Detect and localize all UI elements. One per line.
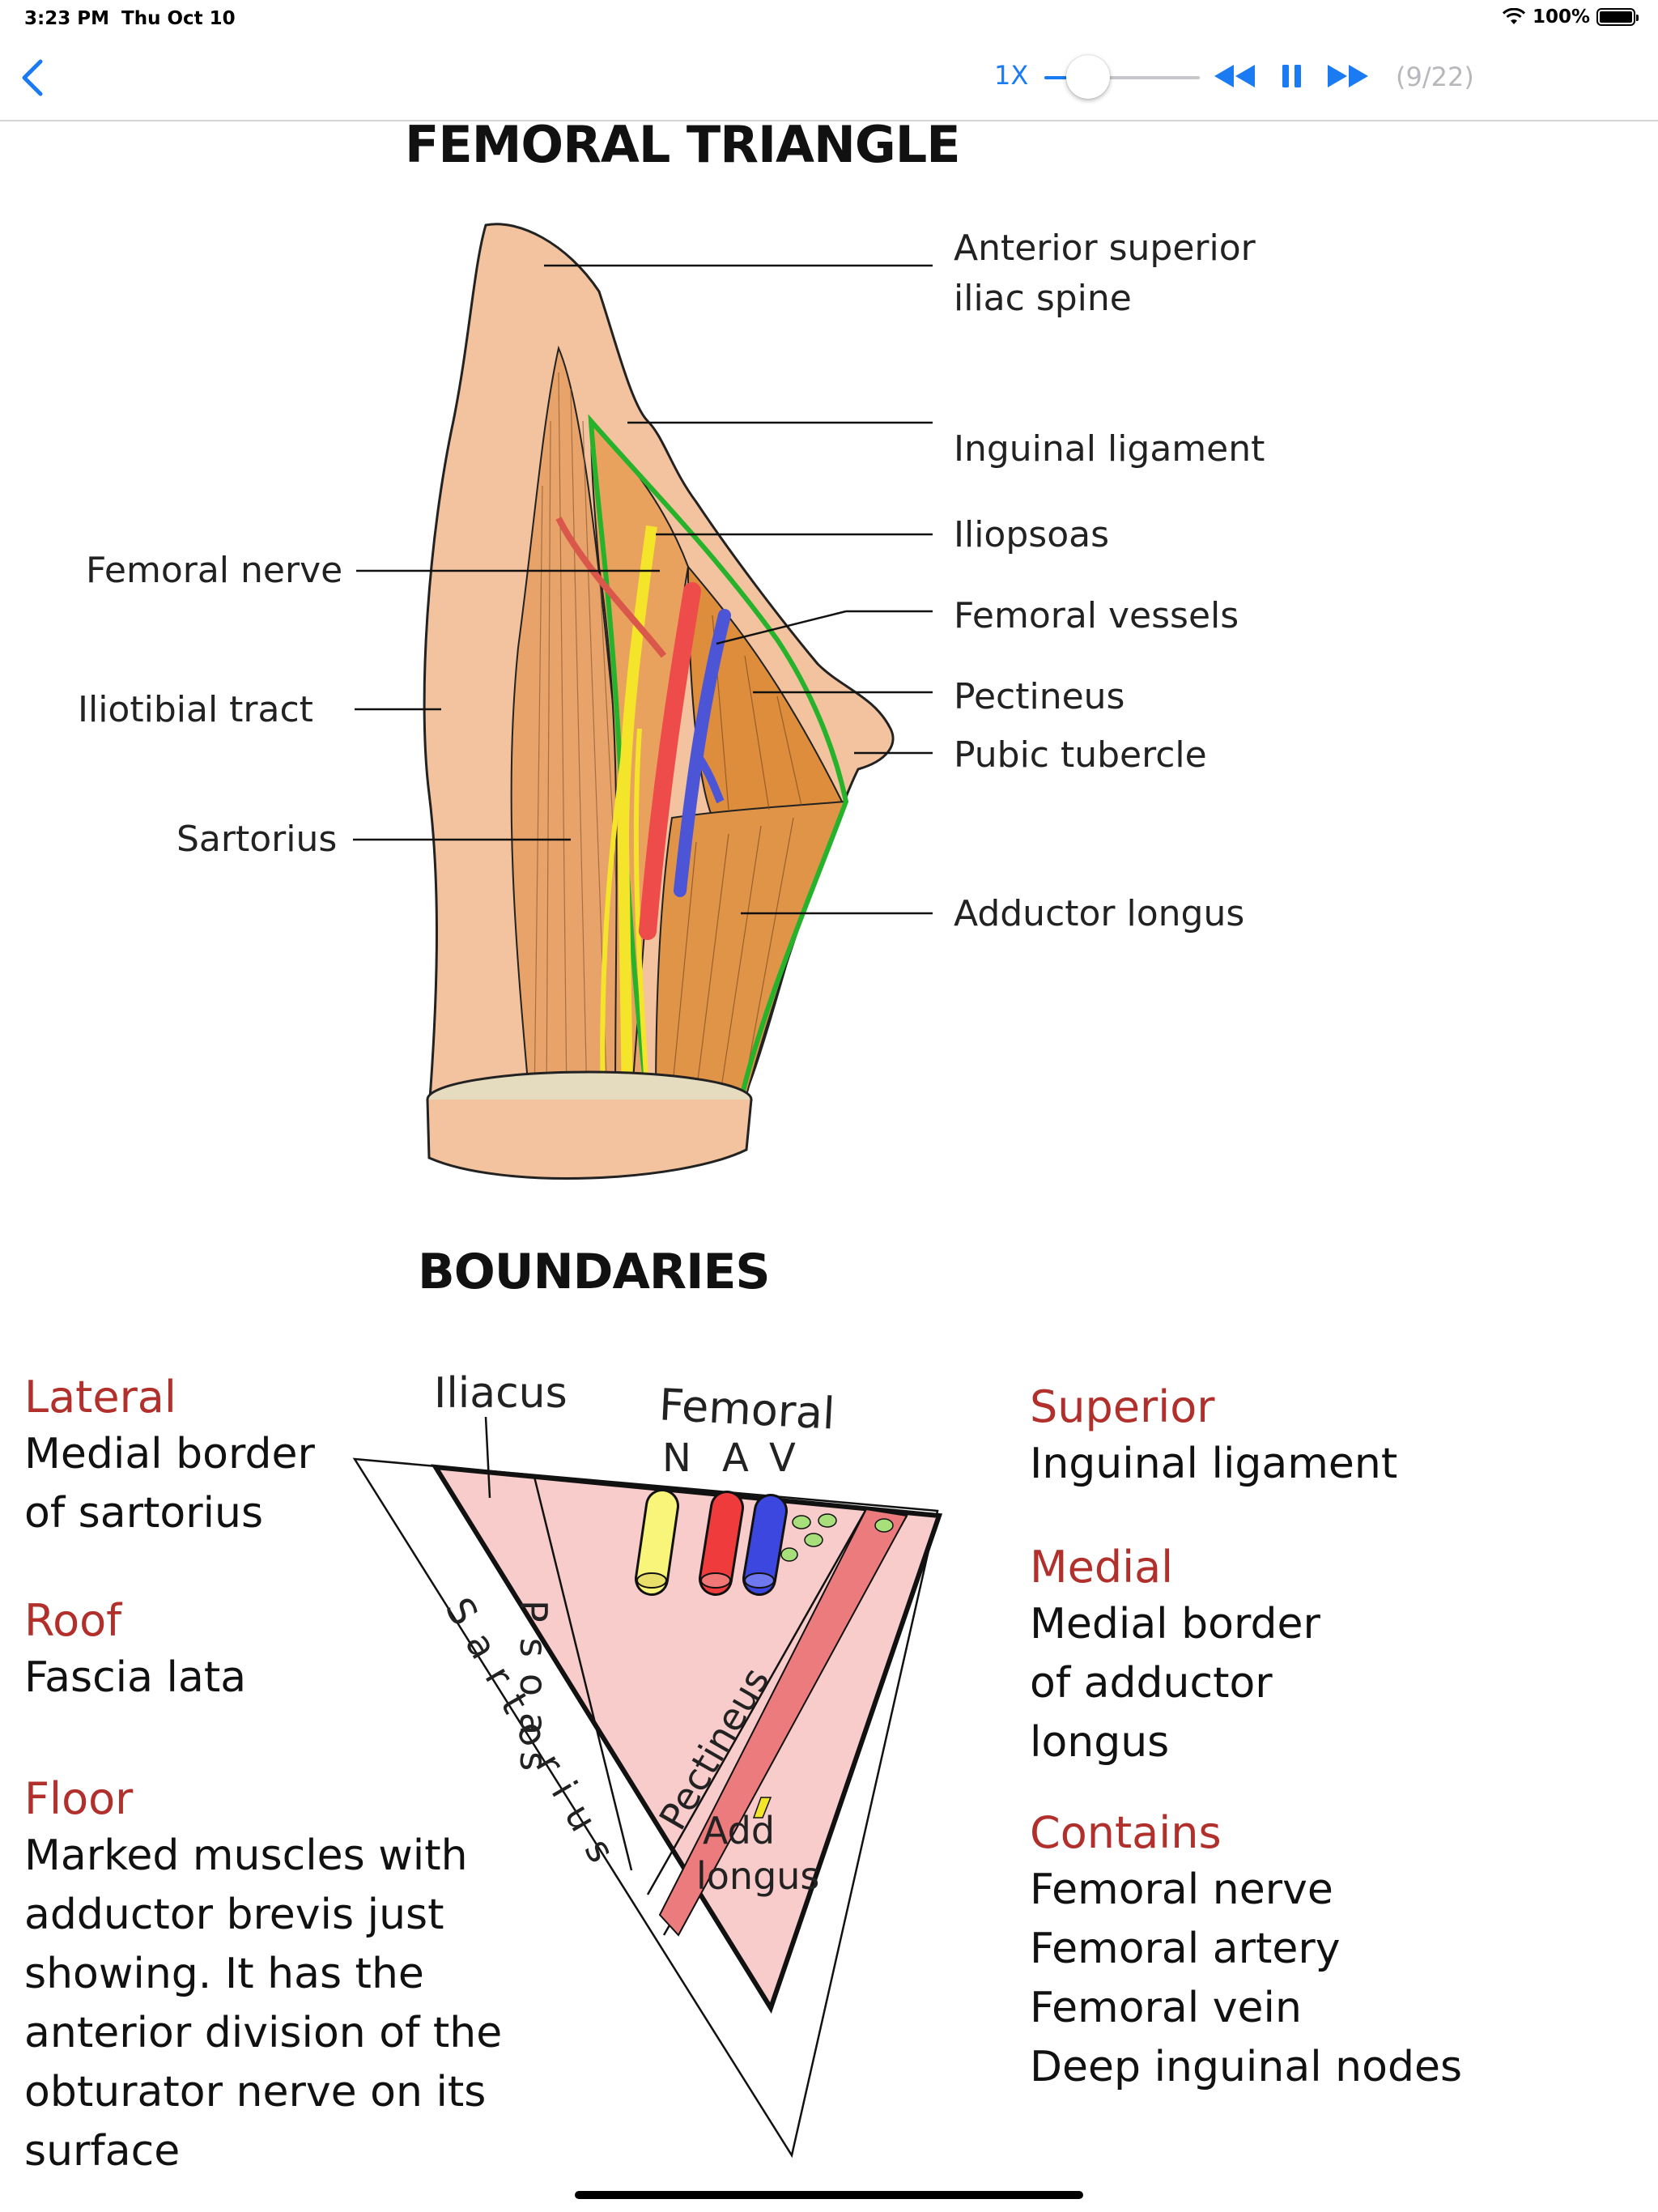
label-sartorius: Sartorius [176, 819, 338, 860]
diagram-label-femoral: Femoral [657, 1379, 836, 1440]
playback-speed-button[interactable]: 1X [994, 60, 1029, 91]
slider-thumb[interactable] [1065, 55, 1110, 99]
status-right: 100% [1502, 6, 1639, 28]
contains-item: Femoral artery [1030, 1925, 1341, 1973]
label-adductor-longus: Adductor longus [954, 893, 1245, 934]
nav-tubes [635, 1489, 788, 1596]
status-time: 3:23 PM [24, 8, 109, 29]
boundaries-diagram [352, 1416, 943, 2159]
status-bar: 3:23 PM Thu Oct 10 100% [0, 0, 1658, 37]
label-femoral-nerve: Femoral nerve [86, 550, 343, 591]
boundary-heading-superior: Superior [1030, 1381, 1215, 1432]
boundary-heading-floor: Floor [24, 1773, 134, 1824]
diagram-label-add: Add [703, 1809, 776, 1853]
player-toolbar: 1X (9/22) [0, 37, 1658, 121]
battery-percent: 100% [1532, 6, 1590, 28]
pause-icon [1282, 65, 1301, 87]
diagram-label-a: A [722, 1436, 749, 1481]
label-pectineus: Pectineus [954, 676, 1125, 717]
boundary-text-floor: Marked muscles with adductor brevis just… [24, 1831, 503, 2176]
femoral-nerve-drawing [617, 525, 657, 1102]
page-counter: (9/22) [1396, 62, 1474, 92]
label-iliopsoas: Iliopsoas [954, 514, 1110, 555]
home-indicator[interactable] [575, 2191, 1083, 2199]
boundary-text-medial: Medial border of adductor longus [1030, 1600, 1320, 1767]
diagram-label-n: N [662, 1436, 691, 1481]
femoral-vein-drawing [674, 609, 731, 897]
boundary-heading-lateral: Lateral [24, 1372, 176, 1423]
leader-lines [353, 264, 933, 915]
femoral-triangle-illustration [353, 223, 933, 1180]
contains-item: Femoral nerve [1030, 1865, 1333, 1914]
rewind-icon [1214, 65, 1255, 87]
femoral-triangle-boundary [588, 414, 849, 1104]
boundary-heading-roof: Roof [24, 1595, 122, 1646]
fast-forward-icon [1328, 65, 1368, 87]
contains-item: Deep inguinal nodes [1030, 2043, 1463, 2091]
boundary-text-superior: Inguinal ligament [1030, 1440, 1398, 1488]
back-button[interactable] [15, 55, 50, 100]
fast-forward-button[interactable] [1324, 57, 1373, 96]
playback-slider[interactable] [1044, 55, 1200, 115]
adductor-longus-muscle [654, 800, 848, 1102]
boundary-heading-medial: Medial [1030, 1542, 1174, 1593]
slider-track [1044, 76, 1200, 79]
femoral-artery-drawing [639, 582, 701, 940]
add-longus-stripe [658, 1508, 908, 1937]
label-pubic-tubercle: Pubic tubercle [954, 734, 1207, 776]
lymph-nodes [780, 1513, 894, 1562]
boundary-heading-contains: Contains [1030, 1807, 1222, 1858]
boundary-text-roof: Fascia lata [24, 1653, 247, 1702]
label-iliotibial-tract: Iliotibial tract [78, 689, 313, 730]
status-date: Thu Oct 10 [121, 8, 236, 29]
diagram-label-longus: longus [696, 1854, 820, 1898]
boundary-text-lateral: Medial border of sartorius [24, 1430, 315, 1538]
diagram-label-v: V [769, 1436, 796, 1481]
chevron-left-icon [22, 59, 43, 96]
battery-icon [1596, 8, 1639, 26]
pause-button[interactable] [1279, 57, 1305, 96]
label-femoral-vessels: Femoral vessels [954, 595, 1239, 636]
rewind-button[interactable] [1209, 57, 1258, 96]
femoral-triangle-title: FEMORAL TRIANGLE [405, 115, 961, 174]
contains-item: Femoral vein [1030, 1984, 1302, 2032]
wifi-icon [1502, 8, 1525, 24]
boundaries-title: BOUNDARIES [418, 1244, 771, 1300]
label-inguinal-ligament: Inguinal ligament [954, 428, 1265, 470]
diagram-label-iliacus: Iliacus [434, 1369, 568, 1418]
